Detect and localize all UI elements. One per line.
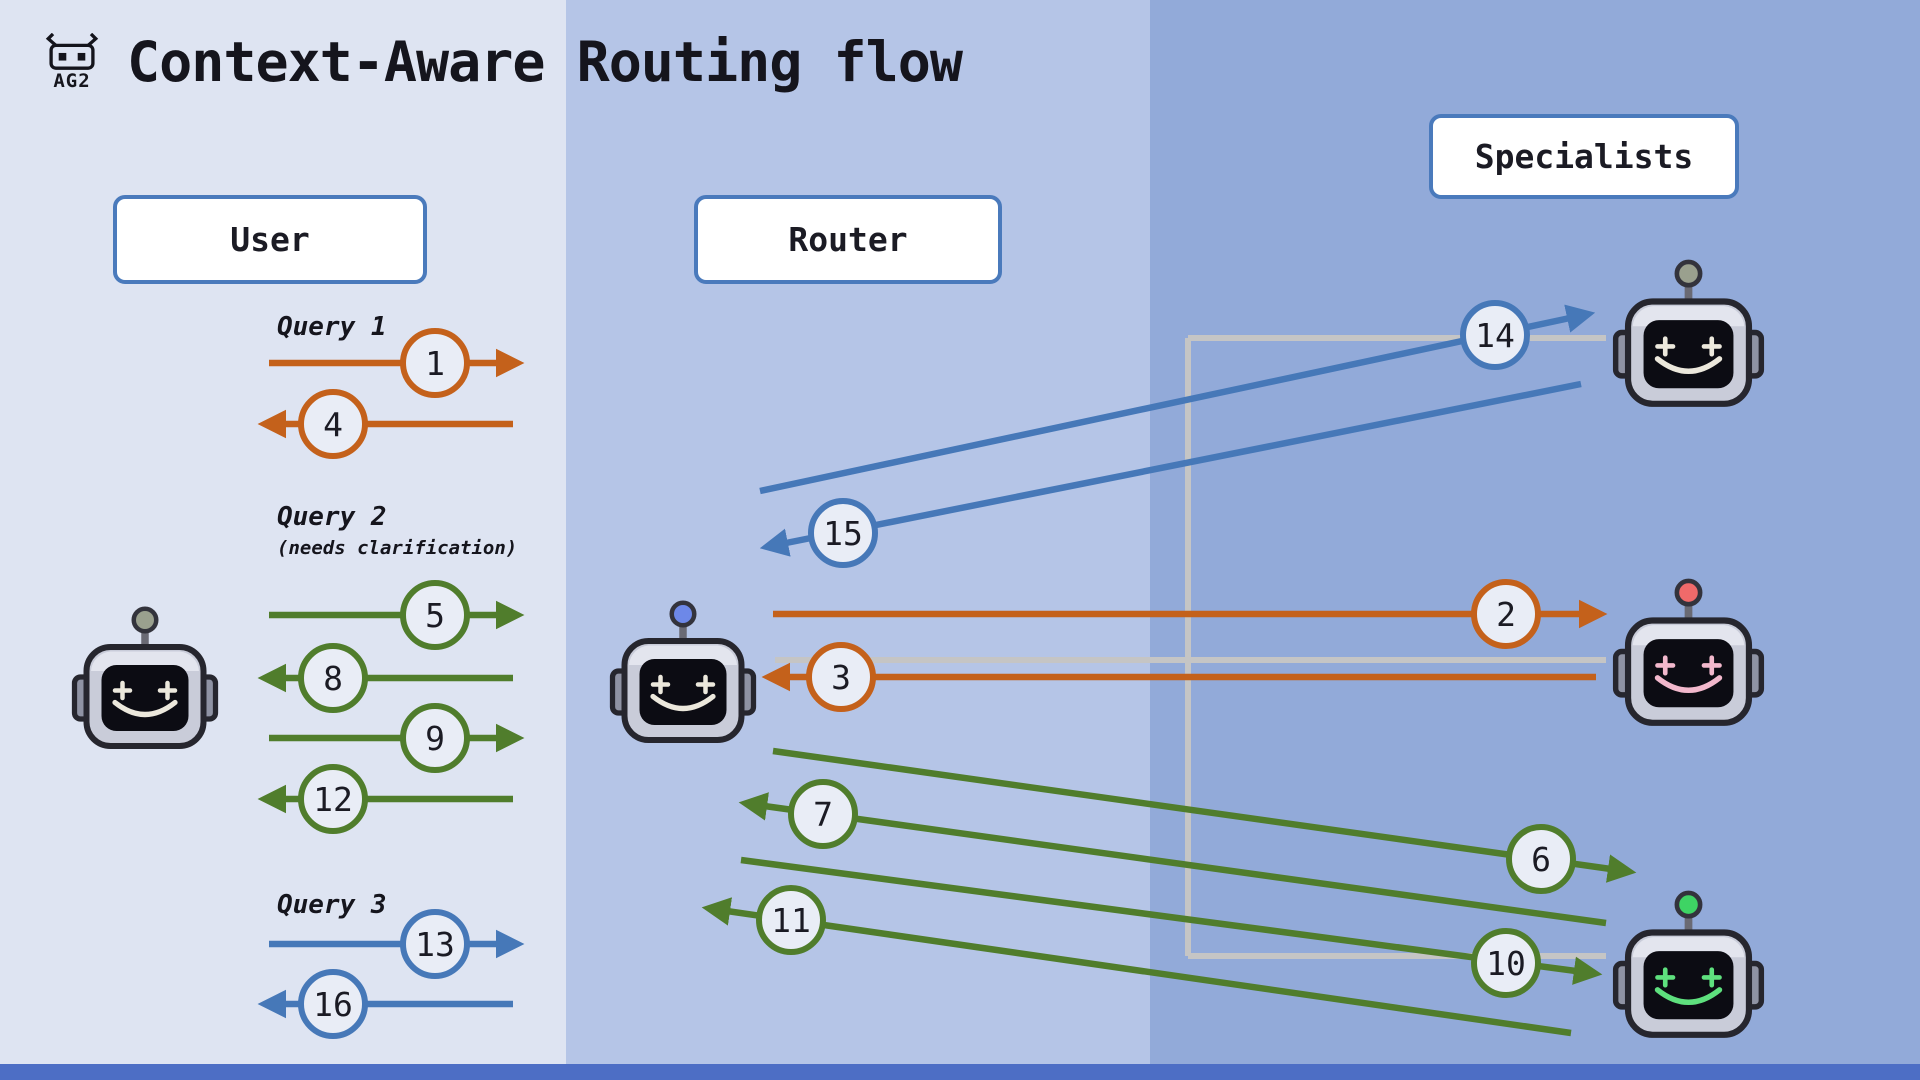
column-label-router: Router bbox=[694, 195, 1002, 284]
step-badge-2: 2 bbox=[1471, 579, 1541, 649]
message-arrow-15 bbox=[759, 380, 1582, 557]
step-badge-5: 5 bbox=[400, 580, 470, 650]
message-arrow-14 bbox=[759, 304, 1596, 495]
step-badge-16: 16 bbox=[298, 969, 368, 1039]
step-badge-10: 10 bbox=[1471, 928, 1541, 998]
footer-bar bbox=[0, 1064, 1920, 1080]
column-label-specialists: Specialists bbox=[1429, 114, 1739, 199]
step-badge-3: 3 bbox=[806, 642, 876, 712]
specialist-robot-1 bbox=[1611, 255, 1766, 419]
message-arrow-11 bbox=[701, 897, 1572, 1037]
step-badge-9: 9 bbox=[400, 703, 470, 773]
query-3-label-text: Query 3 bbox=[277, 890, 387, 920]
message-arrow-10 bbox=[740, 856, 1603, 985]
step-badge-1: 1 bbox=[400, 328, 470, 398]
step-badge-13: 13 bbox=[400, 909, 470, 979]
query-1-label-text: Query 1 bbox=[277, 312, 387, 342]
query-3-label: Query 3 bbox=[277, 890, 387, 921]
query-1-label: Query 1 bbox=[277, 312, 387, 343]
router-robot bbox=[608, 596, 758, 755]
step-badge-8: 8 bbox=[298, 643, 368, 713]
specialist-robot-2 bbox=[1611, 574, 1766, 738]
column-label-router-text: Router bbox=[788, 220, 908, 259]
ag2-logo: AG2 bbox=[41, 33, 103, 91]
page-title: Context-Aware Routing flow bbox=[127, 30, 963, 94]
step-badge-7: 7 bbox=[788, 779, 858, 849]
step-badge-11: 11 bbox=[756, 885, 826, 955]
ag2-logo-text: AG2 bbox=[53, 70, 91, 92]
query-2-sublabel: (needs clarification) bbox=[277, 537, 518, 560]
step-badge-6: 6 bbox=[1506, 824, 1576, 894]
header: AG2 Context-Aware Routing flow bbox=[41, 30, 963, 94]
column-label-specialists-text: Specialists bbox=[1474, 137, 1694, 176]
step-badge-12: 12 bbox=[298, 764, 368, 834]
column-label-user: User bbox=[113, 195, 427, 284]
column-label-user-text: User bbox=[230, 220, 310, 259]
step-badge-15: 15 bbox=[808, 498, 878, 568]
user-robot bbox=[70, 602, 220, 761]
query-2-label-text: Query 2 bbox=[277, 502, 387, 532]
step-badge-14: 14 bbox=[1460, 300, 1530, 370]
step-badge-4: 4 bbox=[298, 389, 368, 459]
ag2-robot-icon bbox=[45, 33, 99, 70]
query-2-label: Query 2 (needs clarification) bbox=[277, 502, 517, 560]
user-column-band bbox=[0, 0, 566, 1080]
specialist-robot-3 bbox=[1611, 886, 1766, 1050]
message-arrow-6 bbox=[772, 747, 1637, 883]
message-arrow-7 bbox=[738, 792, 1607, 927]
